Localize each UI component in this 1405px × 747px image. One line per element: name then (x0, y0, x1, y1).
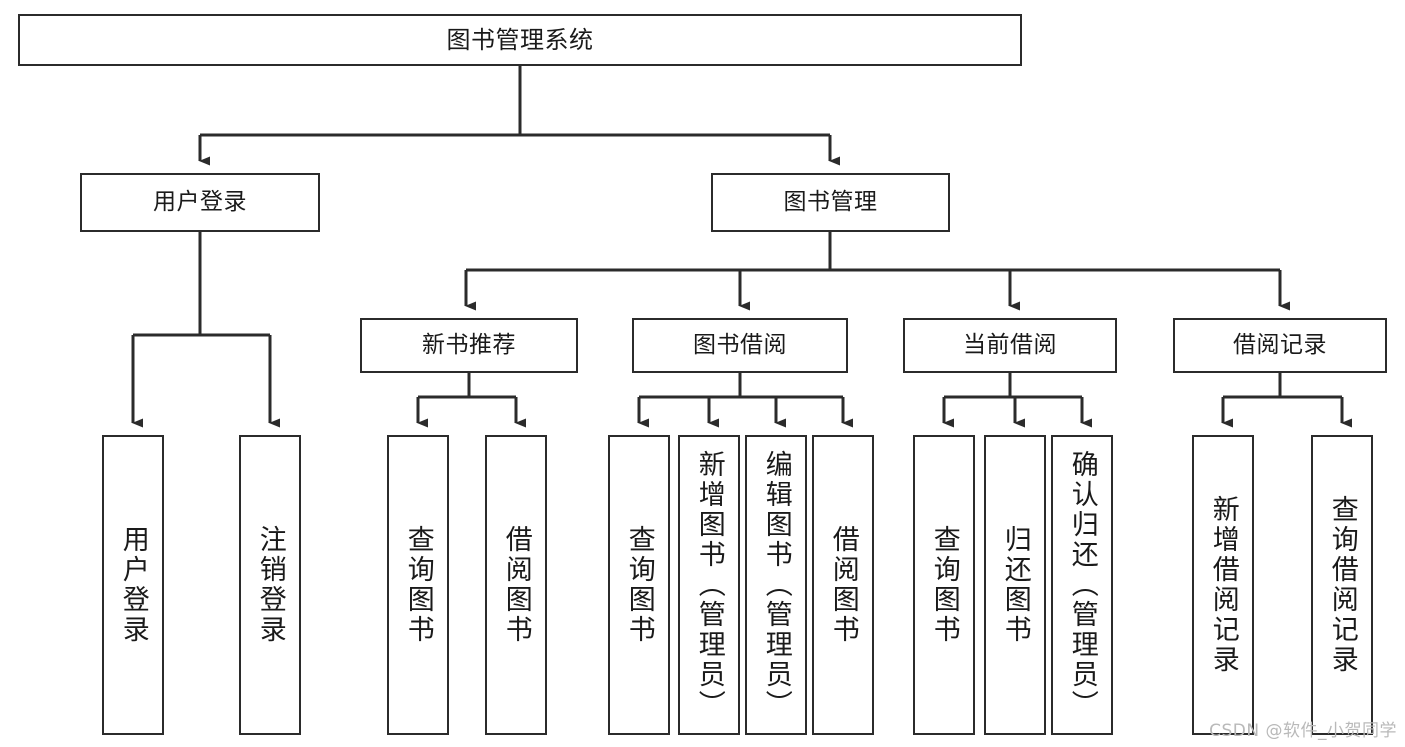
node-leaf-return-book[interactable]: 归还图书 (984, 435, 1046, 735)
node-leaf-logout[interactable]: 注销登录 (239, 435, 301, 735)
node-leaf-borrow-book-1-label: 借阅图书 (500, 525, 532, 645)
node-book-manage[interactable]: 图书管理 (711, 173, 950, 232)
edge-group-new-book-rec (416, 373, 526, 428)
node-book-manage-label: 图书管理 (783, 188, 878, 215)
node-leaf-borrow-book-1[interactable]: 借阅图书 (485, 435, 547, 735)
node-leaf-edit-book-label: 编辑图书（管理员） (760, 450, 792, 720)
node-leaf-user-login-label: 用户登录 (117, 525, 149, 645)
node-leaf-add-record[interactable]: 新增借阅记录 (1192, 435, 1254, 735)
node-leaf-logout-label: 注销登录 (254, 525, 286, 645)
node-user-login-label: 用户登录 (153, 188, 247, 215)
node-borrow-record-label: 借阅记录 (1233, 331, 1327, 358)
edge-group-root (198, 66, 840, 166)
edge-group-book-manage (464, 232, 1290, 311)
node-leaf-query-record[interactable]: 查询借阅记录 (1311, 435, 1373, 735)
node-leaf-borrow-book-2[interactable]: 借阅图书 (812, 435, 874, 735)
node-leaf-add-book[interactable]: 新增图书（管理员） (678, 435, 740, 735)
node-root-label: 图书管理系统 (446, 25, 594, 54)
node-current-borrow[interactable]: 当前借阅 (903, 318, 1117, 373)
edge-group-borrow-record (1221, 373, 1352, 428)
node-leaf-add-record-label: 新增借阅记录 (1207, 495, 1239, 675)
node-leaf-edit-book[interactable]: 编辑图书（管理员） (745, 435, 807, 735)
node-borrow-record[interactable]: 借阅记录 (1173, 318, 1387, 373)
node-new-book-rec[interactable]: 新书推荐 (360, 318, 578, 373)
node-leaf-query-book-1-label: 查询图书 (402, 525, 434, 645)
node-book-borrow-label: 图书借阅 (693, 331, 787, 358)
node-leaf-query-book-3[interactable]: 查询图书 (913, 435, 975, 735)
node-leaf-query-book-2[interactable]: 查询图书 (608, 435, 670, 735)
node-leaf-return-book-label: 归还图书 (999, 525, 1031, 645)
node-new-book-rec-label: 新书推荐 (422, 331, 516, 358)
node-root[interactable]: 图书管理系统 (18, 14, 1022, 66)
node-leaf-query-book-3-label: 查询图书 (928, 525, 960, 645)
node-leaf-user-login[interactable]: 用户登录 (102, 435, 164, 735)
node-leaf-confirm-return-label: 确认归还（管理员） (1066, 450, 1098, 720)
node-leaf-query-book-1[interactable]: 查询图书 (387, 435, 449, 735)
edge-group-user-login (131, 232, 280, 428)
node-leaf-confirm-return[interactable]: 确认归还（管理员） (1051, 435, 1113, 735)
csdn-watermark: CSDN @软件_小贺同学 (1209, 721, 1397, 741)
node-leaf-query-record-label: 查询借阅记录 (1326, 495, 1358, 675)
node-book-borrow[interactable]: 图书借阅 (632, 318, 848, 373)
node-leaf-borrow-book-2-label: 借阅图书 (827, 525, 859, 645)
node-current-borrow-label: 当前借阅 (963, 331, 1057, 358)
node-leaf-add-book-label: 新增图书（管理员） (693, 450, 725, 720)
edge-group-book-borrow (637, 373, 853, 428)
node-user-login[interactable]: 用户登录 (80, 173, 320, 232)
edge-group-current-borrow (942, 373, 1092, 428)
node-leaf-query-book-2-label: 查询图书 (623, 525, 655, 645)
